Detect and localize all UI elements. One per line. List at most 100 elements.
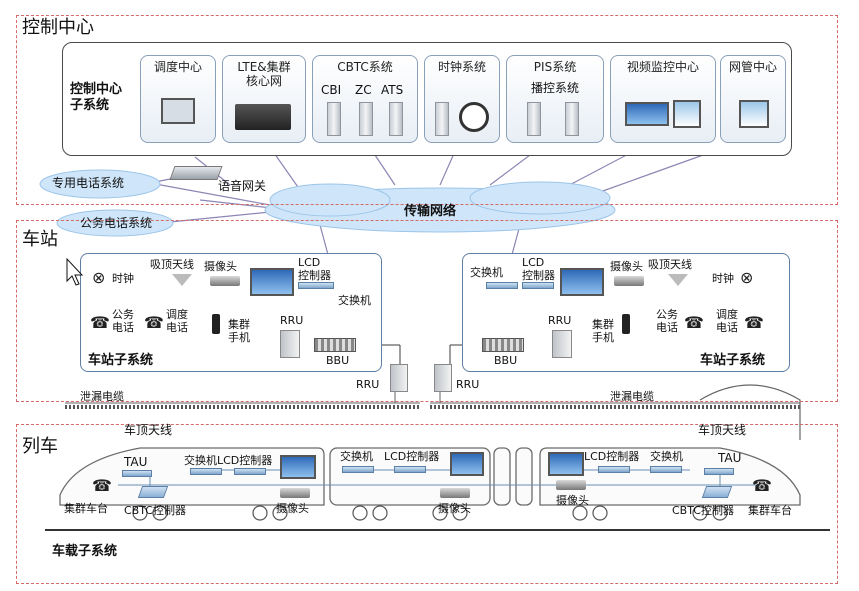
train-zone (16, 424, 838, 584)
cbtc-controller-left-label: CBTC控制器 (124, 504, 186, 517)
clock-system-box: 时钟系统 (424, 55, 500, 143)
ats-server-icon (389, 102, 403, 136)
roof-antenna-right-label: 车顶天线 (698, 423, 747, 437)
mid-lcd-label: LCD控制器 (384, 450, 440, 463)
left-lcd-controller-icon (298, 282, 334, 289)
nms-workstation-icon (739, 100, 769, 128)
train-zone-label: 列车 (22, 436, 58, 457)
train-left-switch-icon (190, 468, 222, 475)
right-train-switch-label: 交换机 (650, 450, 683, 463)
tau-left-label: TAU (124, 455, 148, 469)
left-ceiling-antenna-icon (172, 274, 192, 286)
pis-system-label: PIS系统 (533, 60, 577, 74)
roof-antenna-left-label: 车顶天线 (124, 423, 173, 437)
mid-switch-icon (342, 466, 374, 473)
nms-center-box: 网管中心 (720, 55, 786, 143)
mid-switch-label: 交换机 (340, 450, 373, 463)
leaky-cable-left-label: 泄漏电缆 (80, 390, 124, 403)
clock-server-icon (435, 102, 449, 136)
left-switch-label: 交换机 (338, 294, 371, 307)
right-public-phone-label: 公务 电话 (656, 308, 678, 334)
left-dispatch-phone-label: 调度 电话 (166, 308, 188, 334)
pis-system-box: PIS系统 播控系统 (506, 55, 604, 143)
left-trunk-handset-icon (212, 314, 220, 334)
right-clock-icon: ⊗ (740, 268, 754, 287)
voice-gateway-label: 语音网关 (218, 179, 267, 193)
right-trunk-handset-label: 集群 手机 (592, 318, 614, 344)
mid-camera-label: 摄像头 (438, 502, 471, 515)
leaky-cable-right-label: 泄漏电缆 (610, 390, 654, 403)
train-left-lcd-controller-icon (234, 468, 266, 475)
public-phone-system-label: 公务电话系统 (80, 216, 153, 230)
right-train-display-icon (548, 452, 584, 476)
mid-display-icon (450, 452, 484, 476)
train-left-camera-label: 摄像头 (276, 502, 309, 515)
right-rru-icon (552, 330, 572, 358)
right-camera-label: 摄像头 (610, 260, 643, 273)
control-center-subsystem-label: 控制中心 子系统 (70, 82, 123, 113)
dispatch-center-label: 调度中心 (153, 60, 202, 74)
right-ceiling-antenna-icon (668, 274, 688, 286)
right-lcd-label: LCD 控制器 (522, 256, 555, 282)
video-monitor-center-box: 视频监控中心 (610, 55, 716, 143)
right-bbu-label: BBU (494, 354, 518, 367)
trunk-radio-right-icon: ☎ (752, 476, 772, 495)
right-station-camera-icon (614, 276, 644, 286)
right-train-camera-icon (556, 480, 586, 490)
tau-right-icon (704, 468, 734, 475)
right-train-camera-label: 摄像头 (556, 494, 589, 507)
dispatch-center-box: 调度中心 (140, 55, 216, 143)
left-clock-icon: ⊗ (92, 268, 106, 287)
clock-system-label: 时钟系统 (437, 60, 486, 74)
video-monitor-center-label: 视频监控中心 (626, 60, 699, 74)
trunk-radio-right-label: 集群车台 (748, 504, 792, 517)
trackside-rru-right-label: RRU (456, 378, 480, 391)
right-public-phone-icon: ☎ (684, 313, 704, 332)
transport-network-label: 传输网络 (404, 204, 457, 219)
left-trunk-handset-label: 集群 手机 (228, 318, 250, 344)
left-rru-icon (280, 330, 300, 358)
right-switch-icon (486, 282, 518, 289)
left-station-subsystem-label: 车站子系统 (88, 353, 154, 368)
cbtc-controller-left-icon (137, 486, 169, 498)
left-ceiling-antenna-label: 吸顶天线 (150, 258, 194, 271)
right-switch-label: 交换机 (470, 266, 503, 279)
mid-lcd-controller-icon (394, 466, 426, 473)
right-train-switch-icon (650, 466, 682, 473)
right-train-lcd-label: LCD控制器 (584, 450, 640, 463)
clock-icon (459, 102, 489, 132)
cbi-label: CBI (321, 83, 342, 97)
video-wall-icon (625, 102, 669, 126)
lte-core-label: LTE&集群 核心网 (237, 60, 291, 88)
right-clock-label: 时钟 (712, 272, 734, 285)
control-center-zone (16, 15, 838, 205)
left-station-camera-icon (210, 276, 240, 286)
right-station-display-icon (560, 268, 604, 296)
right-station-subsystem-label: 车站子系统 (700, 353, 766, 368)
zc-server-icon (359, 102, 373, 136)
tau-right-label: TAU (718, 451, 742, 465)
trackside-rru-right-icon (434, 364, 452, 392)
cbtc-controller-right-label: CBTC控制器 (672, 504, 734, 517)
voice-gateway-icon (169, 166, 223, 180)
right-bbu-icon (482, 338, 524, 352)
zc-label: ZC (355, 83, 372, 97)
left-clock-label: 时钟 (112, 272, 134, 285)
cbtc-controller-right-icon (701, 486, 733, 498)
train-left-camera-icon (280, 488, 310, 498)
station-zone (16, 220, 838, 402)
right-rru-label: RRU (548, 314, 572, 327)
lte-core-box: LTE&集群 核心网 (222, 55, 306, 143)
left-public-phone-label: 公务 电话 (112, 308, 134, 334)
right-dispatch-phone-icon: ☎ (744, 313, 764, 332)
left-dispatch-phone-icon: ☎ (144, 313, 164, 332)
mid-camera-icon (440, 488, 470, 498)
right-train-lcd-controller-icon (598, 466, 630, 473)
nms-center-label: 网管中心 (728, 60, 777, 74)
left-camera-label: 摄像头 (204, 260, 237, 273)
left-bbu-label: BBU (326, 354, 350, 367)
ats-label: ATS (381, 83, 404, 97)
switch-lcd-left-label: 交换机LCD控制器 (184, 454, 273, 467)
trackside-rru-left-label: RRU (356, 378, 380, 391)
left-station-display-icon (250, 268, 294, 296)
